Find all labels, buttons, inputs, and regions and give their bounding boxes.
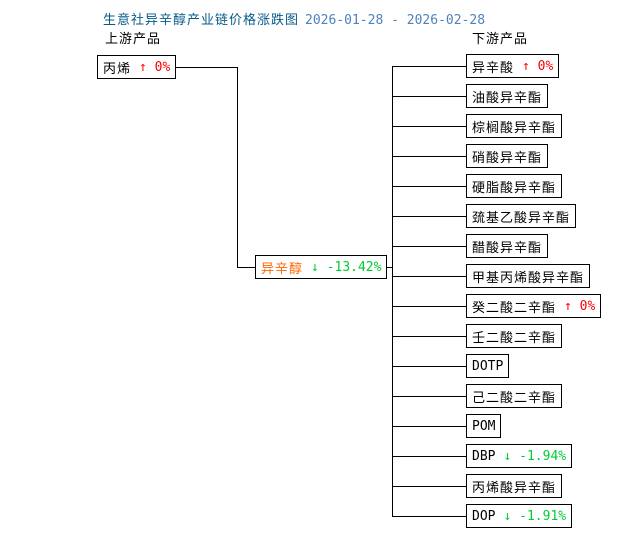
node-downstream-9[interactable]: 壬二酸二辛酯: [466, 324, 563, 348]
node-downstream-8[interactable]: 癸二酸二辛酯 ↑ 0%: [466, 294, 602, 318]
branch-line: [392, 426, 466, 427]
node-downstream-13[interactable]: DBP ↓ -1.94%: [466, 444, 573, 468]
branch-line: [392, 366, 466, 367]
node-downstream-0[interactable]: 异辛酸 ↑ 0%: [466, 54, 560, 78]
node-downstream-12[interactable]: POM: [466, 414, 502, 438]
node-label: 丙烯: [103, 61, 132, 77]
node-label: DBP: [472, 448, 496, 464]
connector-upstream-h: [163, 67, 237, 68]
node-change: ↓ -13.42%: [311, 259, 382, 275]
branch-line: [392, 126, 466, 127]
node-label: 醋酸异辛酯: [472, 240, 543, 256]
node-downstream-11[interactable]: 己二酸二辛酯: [466, 384, 563, 408]
node-label: 巯基乙酸异辛酯: [472, 210, 571, 226]
node-label: 甲基丙烯酸异辛酯: [472, 270, 585, 286]
node-downstream-14[interactable]: 丙烯酸异辛酯: [466, 474, 563, 498]
node-change: ↑ 0%: [564, 298, 596, 314]
node-downstream-15[interactable]: DOP ↓ -1.91%: [466, 504, 573, 528]
node-center-isooctanol[interactable]: 异辛醇 ↓ -13.42%: [255, 255, 388, 279]
branch-line: [392, 396, 466, 397]
node-change: ↓ -1.94%: [503, 448, 567, 464]
upstream-header: 上游产品: [105, 32, 162, 47]
title-date-range: 2026-01-28 - 2026-02-28: [305, 13, 486, 28]
branch-line: [392, 216, 466, 217]
node-label: 硝酸异辛酯: [472, 150, 543, 166]
connector-upstream-v: [237, 67, 238, 268]
downstream-spine: [392, 66, 393, 517]
page-title: 生意社异辛醇产业链价格涨跌图 2026-01-28 - 2026-02-28: [103, 9, 485, 28]
branch-line: [392, 246, 466, 247]
branch-line: [392, 336, 466, 337]
branch-line: [392, 516, 466, 517]
node-downstream-4[interactable]: 硬脂酸异辛酯: [466, 174, 563, 198]
branch-line: [392, 456, 466, 457]
connector-center-in: [237, 267, 255, 268]
node-label: POM: [472, 418, 496, 434]
downstream-header: 下游产品: [472, 32, 529, 47]
node-downstream-7[interactable]: 甲基丙烯酸异辛酯: [466, 264, 591, 288]
node-upstream-propylene[interactable]: 丙烯 ↑ 0%: [97, 55, 177, 79]
node-change: ↑ 0%: [139, 59, 171, 75]
branch-line: [392, 96, 466, 97]
node-label: 壬二酸二辛酯: [472, 330, 557, 346]
node-downstream-1[interactable]: 油酸异辛酯: [466, 84, 549, 108]
node-label: 硬脂酸异辛酯: [472, 180, 557, 196]
node-label: 异辛酸: [472, 60, 515, 76]
branch-line: [392, 306, 466, 307]
node-label: 丙烯酸异辛酯: [472, 480, 557, 496]
node-downstream-6[interactable]: 醋酸异辛酯: [466, 234, 549, 258]
branch-line: [392, 276, 466, 277]
node-change: ↑ 0%: [522, 58, 554, 74]
node-change: ↓ -1.91%: [503, 508, 567, 524]
branch-line: [392, 66, 466, 67]
node-label: 棕榈酸异辛酯: [472, 120, 557, 136]
node-label: 癸二酸二辛酯: [472, 300, 557, 316]
node-label: 异辛醇: [261, 261, 304, 277]
branch-line: [392, 186, 466, 187]
branch-line: [392, 486, 466, 487]
title-text: 生意社异辛醇产业链价格涨跌图: [103, 13, 300, 28]
branch-line: [392, 156, 466, 157]
node-label: 油酸异辛酯: [472, 90, 543, 106]
node-label: DOTP: [472, 358, 504, 374]
node-downstream-2[interactable]: 棕榈酸异辛酯: [466, 114, 563, 138]
node-label: DOP: [472, 508, 496, 524]
node-downstream-3[interactable]: 硝酸异辛酯: [466, 144, 549, 168]
node-downstream-5[interactable]: 巯基乙酸异辛酯: [466, 204, 577, 228]
node-downstream-10[interactable]: DOTP: [466, 354, 510, 378]
node-label: 己二酸二辛酯: [472, 390, 557, 406]
